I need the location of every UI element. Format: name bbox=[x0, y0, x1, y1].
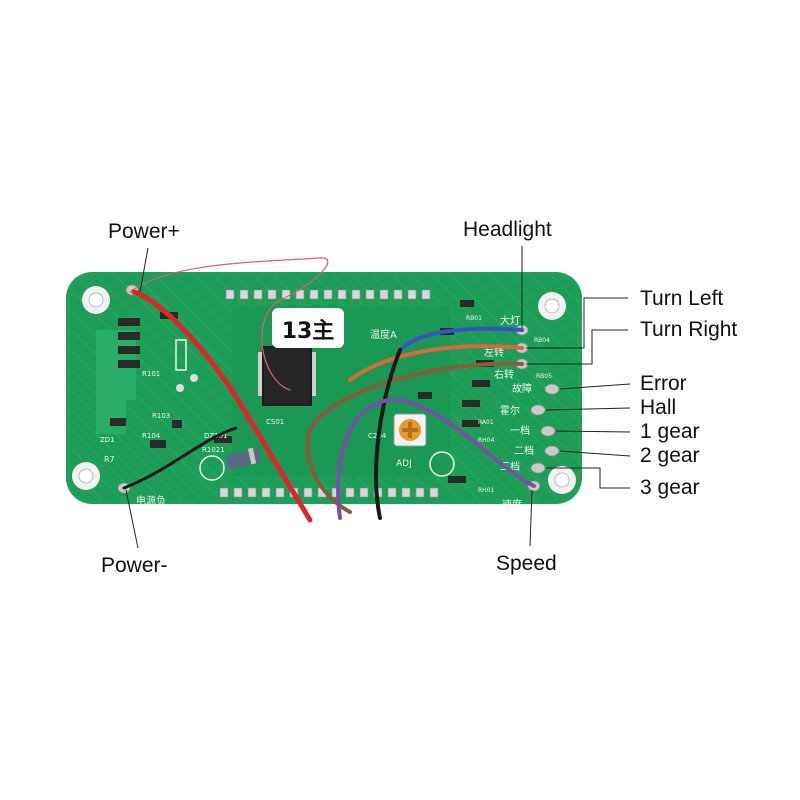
wire-thin-red bbox=[129, 257, 329, 391]
solder-pads bbox=[117, 284, 560, 494]
silk-speed: 速度 bbox=[502, 498, 522, 511]
silk-rh04: RH04 bbox=[478, 437, 494, 444]
leader-power-minus bbox=[125, 489, 139, 549]
silk-r104: R104 bbox=[142, 432, 161, 440]
wire-red bbox=[131, 289, 313, 523]
label-hall: Hall bbox=[640, 396, 677, 419]
leader-gear-3 bbox=[546, 467, 630, 489]
label-headlight: Headlight bbox=[463, 218, 552, 241]
main-ic-chip bbox=[258, 346, 316, 406]
silk-top-label: 温度A bbox=[370, 328, 397, 341]
label-speed: Speed bbox=[496, 552, 557, 575]
pad-error bbox=[544, 383, 560, 395]
label-gear-1: 1 gear bbox=[640, 420, 700, 443]
wire-black-power bbox=[122, 426, 238, 490]
silk-gear3: 三档 bbox=[500, 460, 520, 473]
leader-error bbox=[559, 383, 631, 390]
leader-gear-1 bbox=[555, 430, 631, 433]
mounting-hole-bottom-left bbox=[72, 462, 100, 490]
label-turn-left: Turn Left bbox=[640, 287, 724, 310]
handwritten-marking: 13主 bbox=[282, 319, 335, 344]
leader-turn-left bbox=[526, 297, 628, 349]
silk-left: 左转 bbox=[484, 346, 504, 359]
silk-headlight: 大灯 bbox=[500, 314, 520, 327]
silk-hall: 霍尔 bbox=[500, 404, 520, 417]
silk-rb05: RB05 bbox=[536, 373, 552, 380]
silk-rb01: RB01 bbox=[466, 315, 482, 322]
silk-r1021: R1021 bbox=[202, 446, 225, 454]
silk-ra01: RA01 bbox=[478, 419, 494, 426]
handwritten-sticker: 13主 bbox=[272, 308, 344, 348]
wire-orange bbox=[348, 344, 524, 382]
silk-right: 右转 bbox=[494, 368, 514, 381]
leader-gear-2 bbox=[559, 450, 631, 457]
pad-hall bbox=[530, 404, 546, 416]
label-power-plus: Power+ bbox=[108, 220, 180, 243]
crystal-outline-2 bbox=[429, 451, 455, 477]
silk-rb04: RB04 bbox=[534, 337, 550, 344]
wire-brown bbox=[305, 361, 524, 514]
label-gear-3: 3 gear bbox=[640, 476, 700, 499]
leader-turn-right bbox=[526, 329, 628, 365]
wire-purple bbox=[336, 397, 536, 520]
leader-speed bbox=[529, 489, 533, 547]
leader-lines bbox=[125, 246, 631, 549]
wire-blue bbox=[398, 326, 524, 352]
header-row-bottom bbox=[219, 487, 439, 498]
label-gear-2: 2 gear bbox=[640, 444, 700, 467]
label-turn-right: Turn Right bbox=[640, 318, 738, 341]
diode bbox=[225, 447, 261, 469]
pad-gear-2 bbox=[544, 445, 560, 457]
pad-gear-3 bbox=[530, 462, 546, 474]
label-power-minus: Power- bbox=[101, 554, 168, 577]
silk-r101: R101 bbox=[142, 370, 160, 378]
label-error: Error bbox=[640, 372, 687, 395]
leader-power-plus bbox=[139, 247, 149, 293]
silk-cs01: CS01 bbox=[266, 418, 284, 426]
mounting-hole-bottom-right bbox=[548, 466, 576, 494]
crystal-outline bbox=[199, 455, 225, 481]
silk-r103: R103 bbox=[152, 412, 170, 420]
silk-zd1: ZD1 bbox=[100, 436, 115, 444]
pad-gear-1 bbox=[540, 425, 556, 437]
silk-power-neg: 电源负 bbox=[136, 494, 166, 507]
silk-adj: ADJ bbox=[396, 459, 412, 469]
silk-gear1: 一档 bbox=[510, 424, 530, 437]
silk-rh01: RH01 bbox=[478, 487, 494, 494]
header-row-top bbox=[225, 289, 431, 300]
mounting-hole-top-right bbox=[538, 292, 566, 320]
silk-error: 故障 bbox=[512, 382, 532, 395]
silk-gear2: 二档 bbox=[514, 444, 534, 457]
leader-hall bbox=[545, 407, 631, 411]
potentiometer-adj bbox=[393, 413, 427, 447]
wire-black bbox=[374, 348, 402, 520]
mounting-hole-top-left bbox=[82, 286, 110, 314]
silk-r7: R7 bbox=[104, 455, 115, 464]
wires bbox=[122, 257, 536, 523]
